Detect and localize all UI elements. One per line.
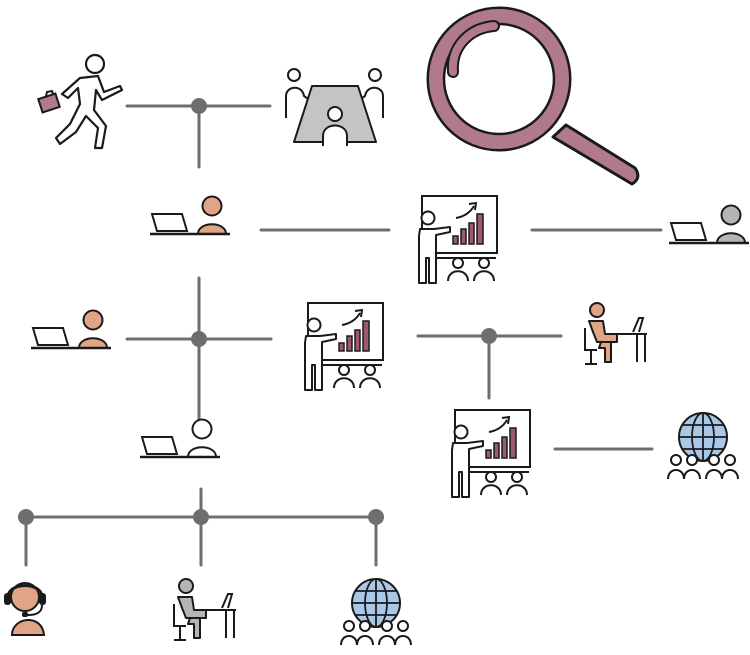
laptop-worker-icon <box>148 195 232 236</box>
junction-nodes <box>18 98 497 525</box>
junction-node <box>191 331 207 347</box>
global-team-icon <box>340 578 412 646</box>
global-team-icon <box>667 412 739 480</box>
presentation-chart-icon <box>451 409 531 498</box>
presentation-chart-icon <box>418 195 498 284</box>
junction-node <box>193 509 209 525</box>
junction-node <box>481 328 497 344</box>
laptop-worker-icon <box>138 418 222 459</box>
desk-worker-icon <box>173 578 237 641</box>
laptop-worker-icon <box>667 204 750 245</box>
running-businessman-icon <box>37 53 124 150</box>
magnifying-glass-icon <box>426 6 640 186</box>
junction-node <box>18 509 34 525</box>
junction-node <box>191 98 207 114</box>
desk-worker-icon <box>584 302 648 365</box>
presentation-chart-icon <box>304 302 384 391</box>
junction-node <box>368 509 384 525</box>
laptop-worker-icon <box>29 309 113 350</box>
headset-operator-icon <box>4 582 46 636</box>
meeting-table-icon <box>285 68 384 146</box>
